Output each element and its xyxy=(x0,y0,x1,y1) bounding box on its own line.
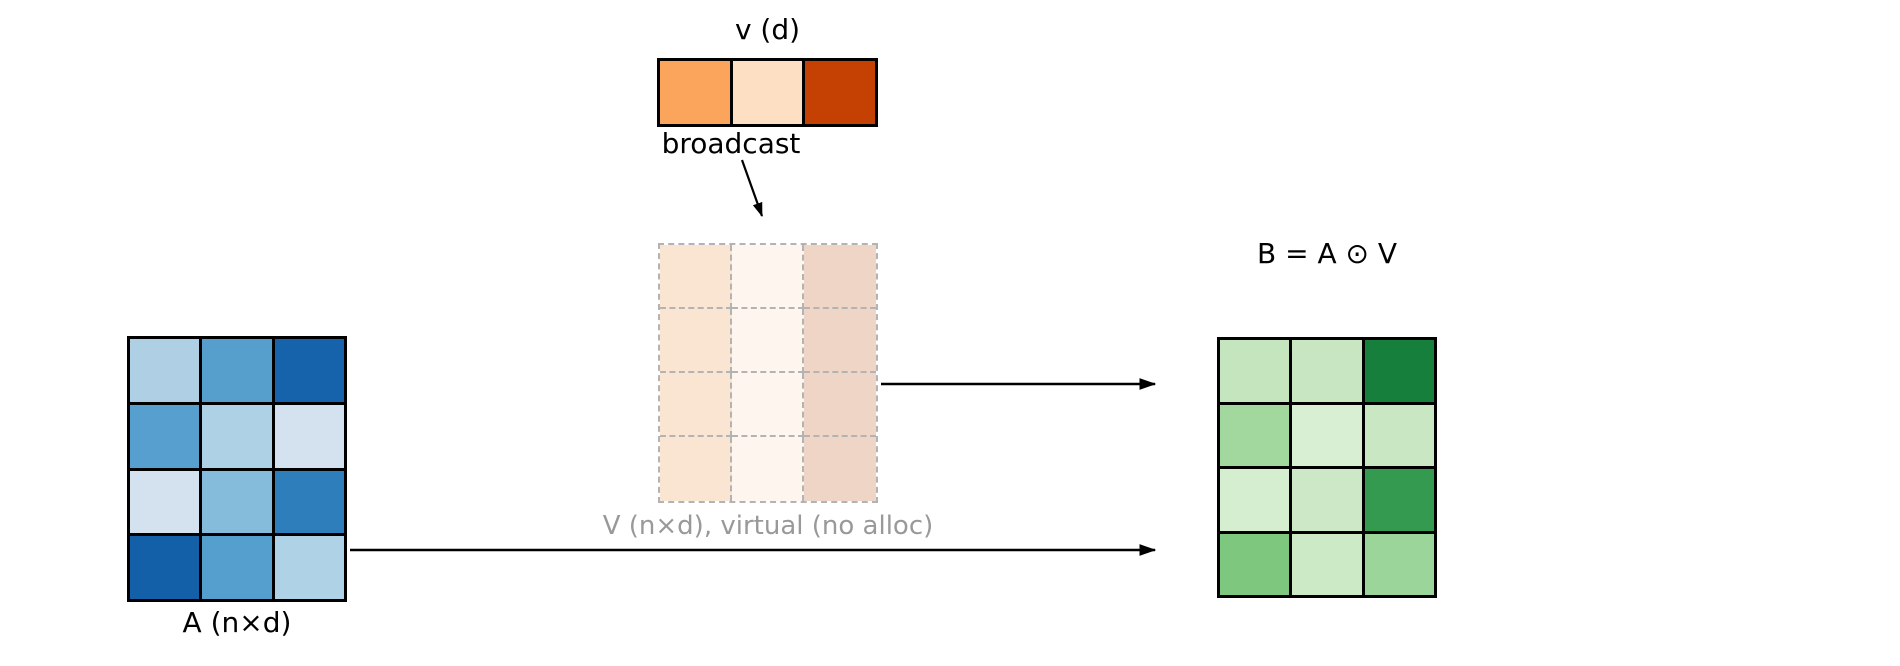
matrix-cell xyxy=(732,309,804,373)
matrix-b-label: B = A ⊙ V xyxy=(1256,237,1398,270)
matrix-cell xyxy=(804,437,876,501)
matrix-cell xyxy=(732,61,803,124)
matrix-cell xyxy=(274,404,344,468)
matrix-cell xyxy=(274,470,344,534)
matrix-cell xyxy=(274,339,344,402)
vector-label: v (d) xyxy=(734,13,801,46)
matrix-cell xyxy=(732,437,804,501)
matrix-cell xyxy=(202,536,272,599)
matrix-cell xyxy=(1292,340,1362,402)
matrix-b xyxy=(1217,337,1437,598)
matrix-cell xyxy=(660,61,730,124)
matrix-cell xyxy=(732,245,804,309)
matrix-cell xyxy=(1220,469,1290,531)
matrix-cell xyxy=(804,245,876,309)
matrix-cell xyxy=(1364,404,1434,466)
matrix-cell xyxy=(804,309,876,373)
matrix-cell xyxy=(1220,404,1290,466)
matrix-cell xyxy=(732,373,804,437)
matrix-cell xyxy=(1220,340,1290,402)
matrix-cell xyxy=(1292,469,1362,531)
matrix-cell xyxy=(202,470,272,534)
matrix-cell xyxy=(202,339,272,402)
matrix-cell xyxy=(1292,404,1362,466)
virtual-matrix-v xyxy=(658,243,878,503)
matrix-cell xyxy=(202,404,272,468)
matrix-cell xyxy=(1292,533,1362,595)
matrix-cell xyxy=(660,245,732,309)
matrix-cell xyxy=(1220,533,1290,595)
virtual-matrix-label: V (n×d), virtual (no alloc) xyxy=(602,511,934,541)
matrix-cell xyxy=(660,373,732,437)
matrix-cell xyxy=(1364,533,1434,595)
vector-v xyxy=(657,58,878,127)
matrix-a xyxy=(127,336,347,602)
broadcast-arrow xyxy=(740,159,764,218)
matrix-cell xyxy=(804,373,876,437)
matrix-cell xyxy=(660,437,732,501)
matrix-a-label: A (n×d) xyxy=(182,606,292,639)
matrix-cell xyxy=(1364,340,1434,402)
matrix-cell xyxy=(1364,469,1434,531)
matrix-cell xyxy=(274,536,344,599)
matrix-cell xyxy=(130,470,200,534)
broadcast-label: broadcast xyxy=(661,127,801,160)
matrix-cell xyxy=(130,536,200,599)
matrix-cell xyxy=(660,309,732,373)
matrix-cell xyxy=(130,404,200,468)
matrix-cell xyxy=(130,339,200,402)
matrix-cell xyxy=(805,61,875,124)
